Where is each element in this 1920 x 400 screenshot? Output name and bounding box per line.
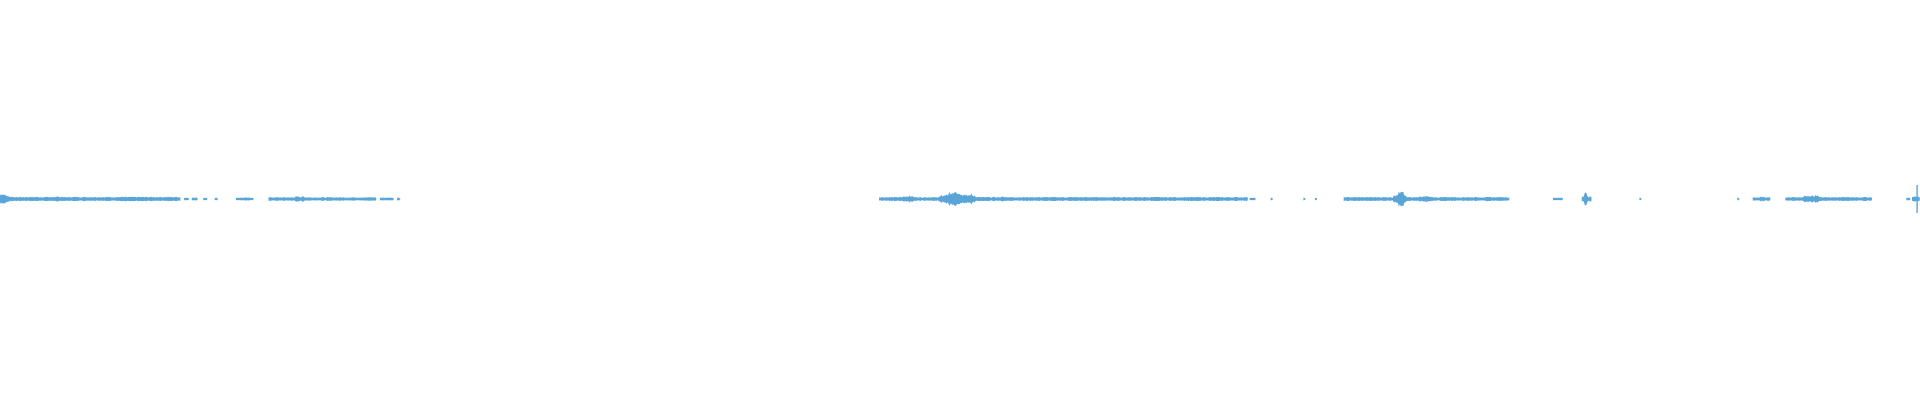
waveform-track (0, 191, 1920, 207)
